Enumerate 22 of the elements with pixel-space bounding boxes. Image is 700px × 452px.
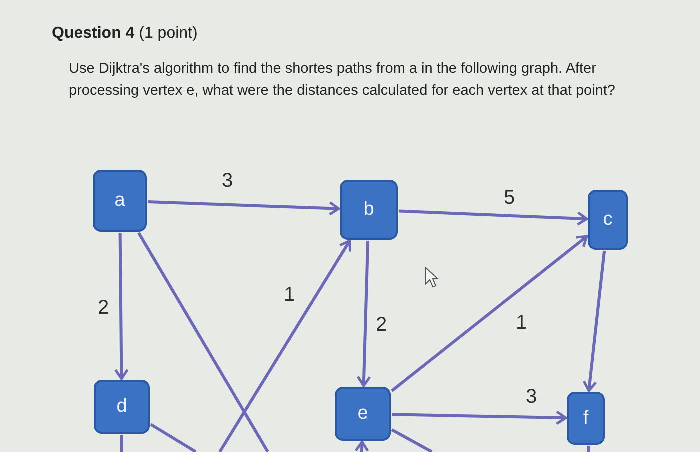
- line: [391, 428, 433, 452]
- arrow: [356, 240, 372, 388]
- arrow: [391, 235, 588, 392]
- line: [138, 232, 270, 452]
- arrow: [392, 410, 568, 426]
- line: [586, 446, 590, 452]
- line: [150, 423, 197, 452]
- arrow: [582, 250, 606, 392]
- vertex-box: c: [588, 190, 628, 250]
- vertex-box: e: [335, 387, 391, 441]
- question-text: Use Dijktra's algorithm to find the shortes paths from a in the following graph. After processing vertex e, what were the distances calculated for each vertex at that point?: [69, 60, 616, 101]
- arrow: [218, 240, 352, 452]
- vertex-box: a: [93, 170, 147, 232]
- arrow: [398, 210, 588, 226]
- arrow: [148, 200, 340, 216]
- question-title: Question 4 (1 point): [52, 25, 198, 43]
- line: [120, 435, 124, 452]
- vertex-box: b: [340, 180, 398, 240]
- arrow: [114, 232, 129, 380]
- arrow: [354, 440, 370, 452]
- vertex-box: f: [567, 392, 605, 445]
- vertex-box: d: [94, 380, 150, 434]
